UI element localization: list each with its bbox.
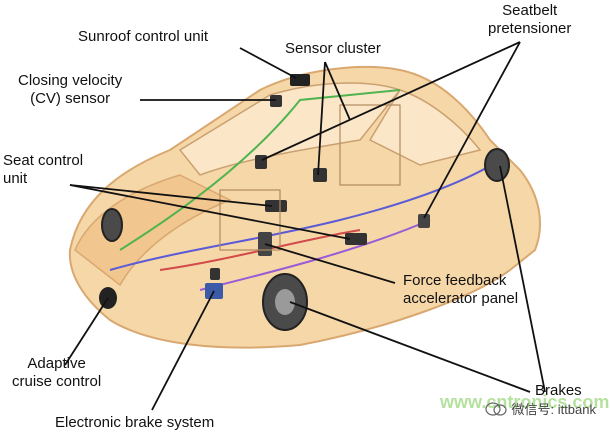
label-seatbelt-line1: Seatbelt: [502, 2, 558, 19]
leader-sensor-cluster-2: [324, 61, 351, 121]
ebs-icon-2: [210, 268, 220, 280]
label-force-line1: Force feedback: [403, 272, 507, 289]
label-electronic-brake-system: Electronic brake system: [55, 414, 215, 431]
leader-seat-2: [69, 184, 273, 207]
wechat-id: 微信号: ittbank: [511, 402, 596, 417]
wire-purple: [199, 219, 431, 291]
side-window: [368, 89, 482, 166]
wheel-front-right: [101, 208, 123, 242]
label-seat-line1: Seat control: [3, 152, 84, 169]
seat-control-icon-2: [265, 200, 287, 212]
wire-blue: [109, 159, 501, 271]
leader-lines: [64, 41, 546, 411]
label-adaptive-cruise: Adaptive cruise control: [12, 355, 101, 391]
seat-control-icon: [345, 233, 367, 245]
label-force-feedback: Force feedback accelerator panel: [403, 272, 518, 308]
windshield: [178, 82, 402, 176]
label-force-line2: accelerator panel: [403, 290, 519, 307]
cv-sensor-icon: [270, 95, 282, 107]
leader-force: [264, 243, 396, 284]
seatbelt-icon: [255, 155, 267, 169]
leader-cruise: [64, 297, 109, 366]
seat-frame: [219, 189, 281, 251]
leader-brakes-2: [499, 165, 546, 393]
label-seat-line2: unit: [3, 170, 28, 187]
wechat-icon: [485, 401, 508, 416]
label-cv-sensor: Closing velocity (CV) sensor: [18, 72, 122, 108]
label-cruise-line1: Adaptive: [27, 355, 86, 372]
pretensioner-icon: [418, 214, 430, 228]
label-sensor-cluster: Sensor cluster: [285, 40, 381, 57]
wechat-watermark: 微信号: ittbank: [485, 399, 596, 418]
wheel-rear-right: [484, 148, 510, 182]
label-brakes: Brakes: [535, 382, 582, 399]
label-seatbelt-line2: pretensioner: [488, 20, 572, 37]
sensor-cluster-icon: [313, 168, 327, 182]
leader-ebs: [151, 290, 215, 411]
label-cv-line2: (CV) sensor: [30, 90, 111, 107]
leader-seatbelt-2: [423, 41, 521, 219]
label-sunroof-control-unit: Sunroof control unit: [78, 28, 209, 45]
leader-sunroof: [239, 47, 297, 79]
leader-seat-1: [69, 184, 351, 240]
label-seatbelt-pretensioner: Seatbelt pretensioner: [488, 2, 571, 38]
label-cruise-line2: cruise control: [12, 373, 102, 390]
label-cv-line1: Closing velocity: [18, 72, 123, 89]
site-watermark: www.cntronics.com: [440, 392, 610, 412]
wire-green: [119, 89, 401, 251]
seat-frame-2: [339, 104, 401, 186]
leader-seatbelt-1: [261, 41, 521, 161]
leader-sensor-cluster-1: [317, 61, 326, 176]
leader-brakes-1: [289, 301, 531, 393]
label-seat-control-unit: Seat control unit: [3, 152, 83, 188]
